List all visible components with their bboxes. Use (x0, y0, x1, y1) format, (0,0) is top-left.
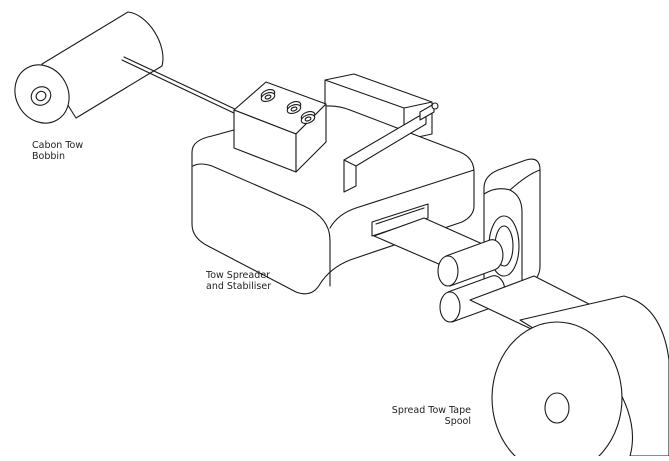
bobbin-label: Cabon Tow Bobbin (32, 140, 83, 162)
spool-label-line-1: Spread Tow Tape (391, 405, 471, 416)
stabiliser-arm (343, 102, 439, 193)
spool-label: Spread Tow Tape Spool (392, 405, 471, 427)
spreader-label-line-2: and Stabiliser (206, 281, 272, 292)
knob-1 (260, 88, 276, 103)
spread-tape-spool (491, 295, 669, 461)
spreader-label: Tow Spreader and Stabiliser (206, 270, 271, 292)
knob-3 (300, 110, 316, 125)
bobbin-label-line-1: Cabon Tow (32, 140, 84, 151)
control-block (233, 81, 327, 173)
spreader-label-line-1: Tow Spreader (206, 270, 270, 281)
bobbin-label-line-2: Bobbin (32, 151, 66, 162)
knob-2 (286, 100, 302, 115)
carbon-tow-fibre (121, 56, 238, 115)
carbon-tow-bobbin (14, 11, 164, 124)
spool-label-line-2: Spool (444, 416, 471, 427)
